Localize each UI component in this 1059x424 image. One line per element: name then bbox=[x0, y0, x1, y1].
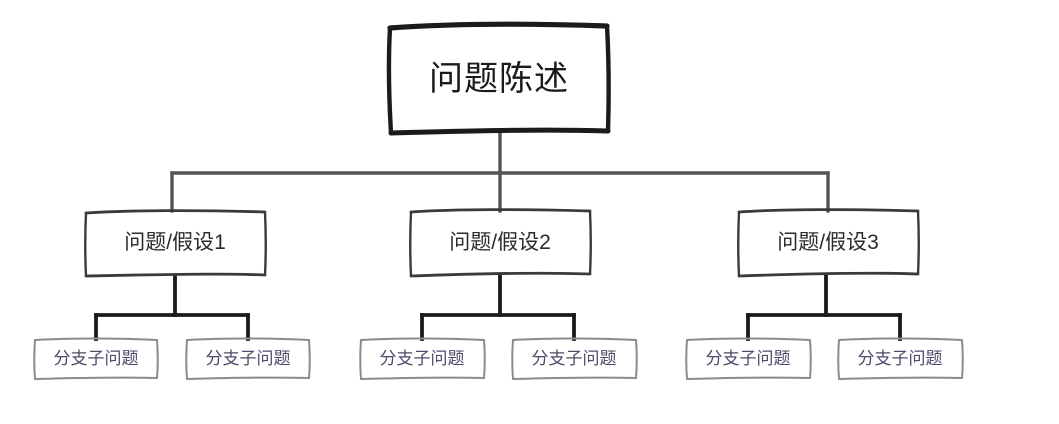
node-leaf-sub-question[interactable]: 分支子问题 bbox=[33, 338, 159, 379]
connector-group-level1-to-leaves bbox=[94, 274, 902, 341]
node-level1-label: 问题/假设2 bbox=[449, 230, 551, 254]
node-level1-label: 问题/假设1 bbox=[124, 230, 226, 254]
l1-2-box-outline bbox=[409, 208, 592, 278]
node-level1-label: 问题/假设3 bbox=[777, 230, 879, 254]
leaf-6-box-outline bbox=[837, 337, 964, 380]
node-level1-hypothesis-3[interactable]: 问题/假设3 bbox=[737, 209, 919, 275]
node-level1-hypothesis-2[interactable]: 问题/假设2 bbox=[409, 209, 591, 275]
node-leaf-sub-question[interactable]: 分支子问题 bbox=[511, 338, 637, 379]
node-root-label: 问题陈述 bbox=[429, 60, 569, 98]
l1-3-box-outline bbox=[737, 208, 920, 278]
node-leaf-sub-question[interactable]: 分支子问题 bbox=[185, 338, 311, 379]
node-leaf-sub-question[interactable]: 分支子问题 bbox=[685, 338, 811, 379]
leaf-5-box-outline bbox=[685, 337, 812, 380]
node-leaf-label: 分支子问题 bbox=[531, 349, 617, 368]
node-leaf-label: 分支子问题 bbox=[53, 349, 139, 368]
node-leaf-label: 分支子问题 bbox=[857, 349, 943, 368]
leaf-4-box-outline bbox=[511, 337, 638, 380]
l1-1-box-outline bbox=[84, 209, 267, 278]
root-box-outline bbox=[386, 21, 611, 136]
leaf-box-outlines bbox=[33, 337, 964, 380]
node-leaf-sub-question[interactable]: 分支子问题 bbox=[359, 338, 485, 379]
leaf-3-box-outline bbox=[359, 337, 486, 380]
node-root-problem-statement[interactable]: 问题陈述 bbox=[388, 24, 610, 134]
leaf-1-box-outline bbox=[33, 337, 159, 380]
node-leaf-label: 分支子问题 bbox=[379, 349, 465, 368]
leaf-2-box-outline bbox=[185, 337, 311, 380]
node-level1-hypothesis-1[interactable]: 问题/假设1 bbox=[84, 209, 266, 275]
connector-group-root-to-level1 bbox=[170, 130, 830, 213]
node-leaf-label: 分支子问题 bbox=[705, 349, 791, 368]
node-leaf-sub-question[interactable]: 分支子问题 bbox=[837, 338, 963, 379]
node-leaf-label: 分支子问题 bbox=[205, 349, 291, 368]
